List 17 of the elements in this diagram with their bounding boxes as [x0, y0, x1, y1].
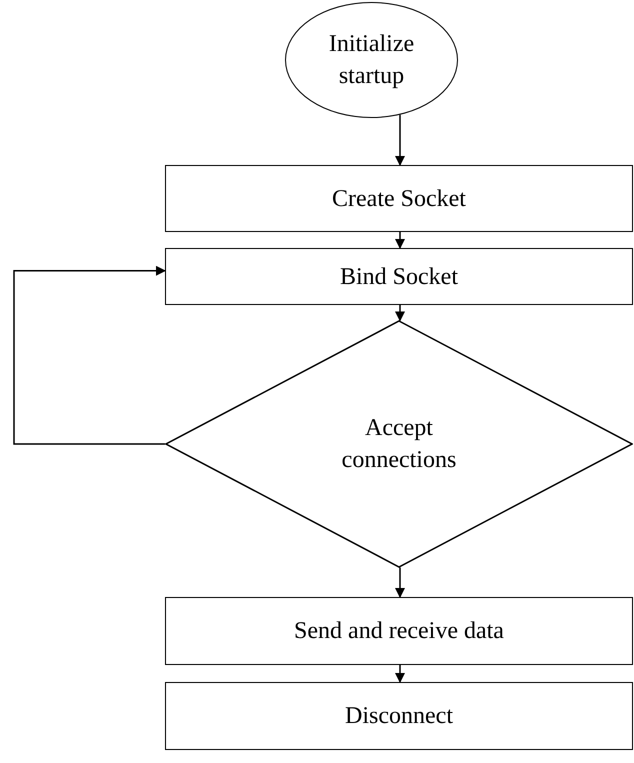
node-label: Disconnect	[345, 702, 453, 731]
arrow	[395, 665, 405, 683]
decision-diamond	[165, 320, 633, 568]
arrow	[13, 266, 166, 445]
process-box	[165, 165, 633, 232]
node-label: Create Socket	[332, 184, 466, 214]
process-box	[165, 597, 633, 665]
arrow	[395, 232, 405, 249]
arrow	[395, 305, 405, 322]
arrow	[395, 567, 405, 598]
node-label: Send and receive data	[294, 617, 504, 646]
arrow	[395, 114, 405, 166]
process-box	[165, 682, 633, 750]
node-label: Bind Socket	[340, 262, 458, 292]
process-box	[165, 248, 633, 305]
node-label: Initialize startup	[328, 30, 416, 91]
node-label: Accept connections	[340, 414, 458, 475]
